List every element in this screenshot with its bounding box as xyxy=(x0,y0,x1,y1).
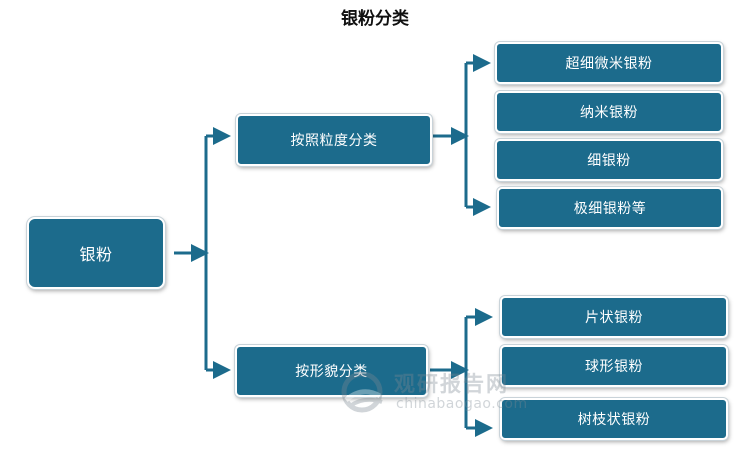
root-node-silver-powder[interactable]: 银粉 xyxy=(27,217,165,289)
branch-node-label: 按形貌分类 xyxy=(295,364,368,380)
watermark-logo-icon xyxy=(341,371,383,413)
leaf-node-label: 极细银粉等 xyxy=(573,201,647,217)
leaf-node-label: 细银粉 xyxy=(587,153,631,169)
root-node-label: 银粉 xyxy=(79,245,113,264)
branch-node-by-particle-size[interactable]: 按照粒度分类 xyxy=(236,114,432,166)
diagram-title: 银粉分类 xyxy=(341,9,409,29)
leaf-node-extra-fine-silver[interactable]: 极细银粉等 xyxy=(497,187,723,229)
branch-node-by-morphology[interactable]: 按形貌分类 xyxy=(235,345,428,397)
branch-node-label: 按照粒度分类 xyxy=(290,133,378,149)
leaf-node-fine-silver[interactable]: 细银粉 xyxy=(495,139,723,181)
leaf-node-nano-silver[interactable]: 纳米银粉 xyxy=(495,91,723,133)
leaf-node-spherical-silver[interactable]: 球形银粉 xyxy=(500,345,728,387)
leaf-node-label: 超细微米银粉 xyxy=(565,56,653,72)
leaf-node-label: 球形银粉 xyxy=(585,359,643,375)
leaf-node-flake-silver[interactable]: 片状银粉 xyxy=(500,296,728,338)
watermark-name: 观研报告网 xyxy=(394,372,509,396)
leaf-node-label: 树枝状银粉 xyxy=(577,412,651,428)
watermark-domain: chinabaogao.com xyxy=(396,396,528,412)
leaf-node-label: 片状银粉 xyxy=(585,310,643,326)
leaf-node-ultrafine-micron-silver[interactable]: 超细微米银粉 xyxy=(495,42,723,84)
watermark: 观研报告网 chinabaogao.com xyxy=(340,368,540,418)
leaf-node-dendritic-silver[interactable]: 树枝状银粉 xyxy=(500,398,728,440)
leaf-node-label: 纳米银粉 xyxy=(580,105,638,121)
